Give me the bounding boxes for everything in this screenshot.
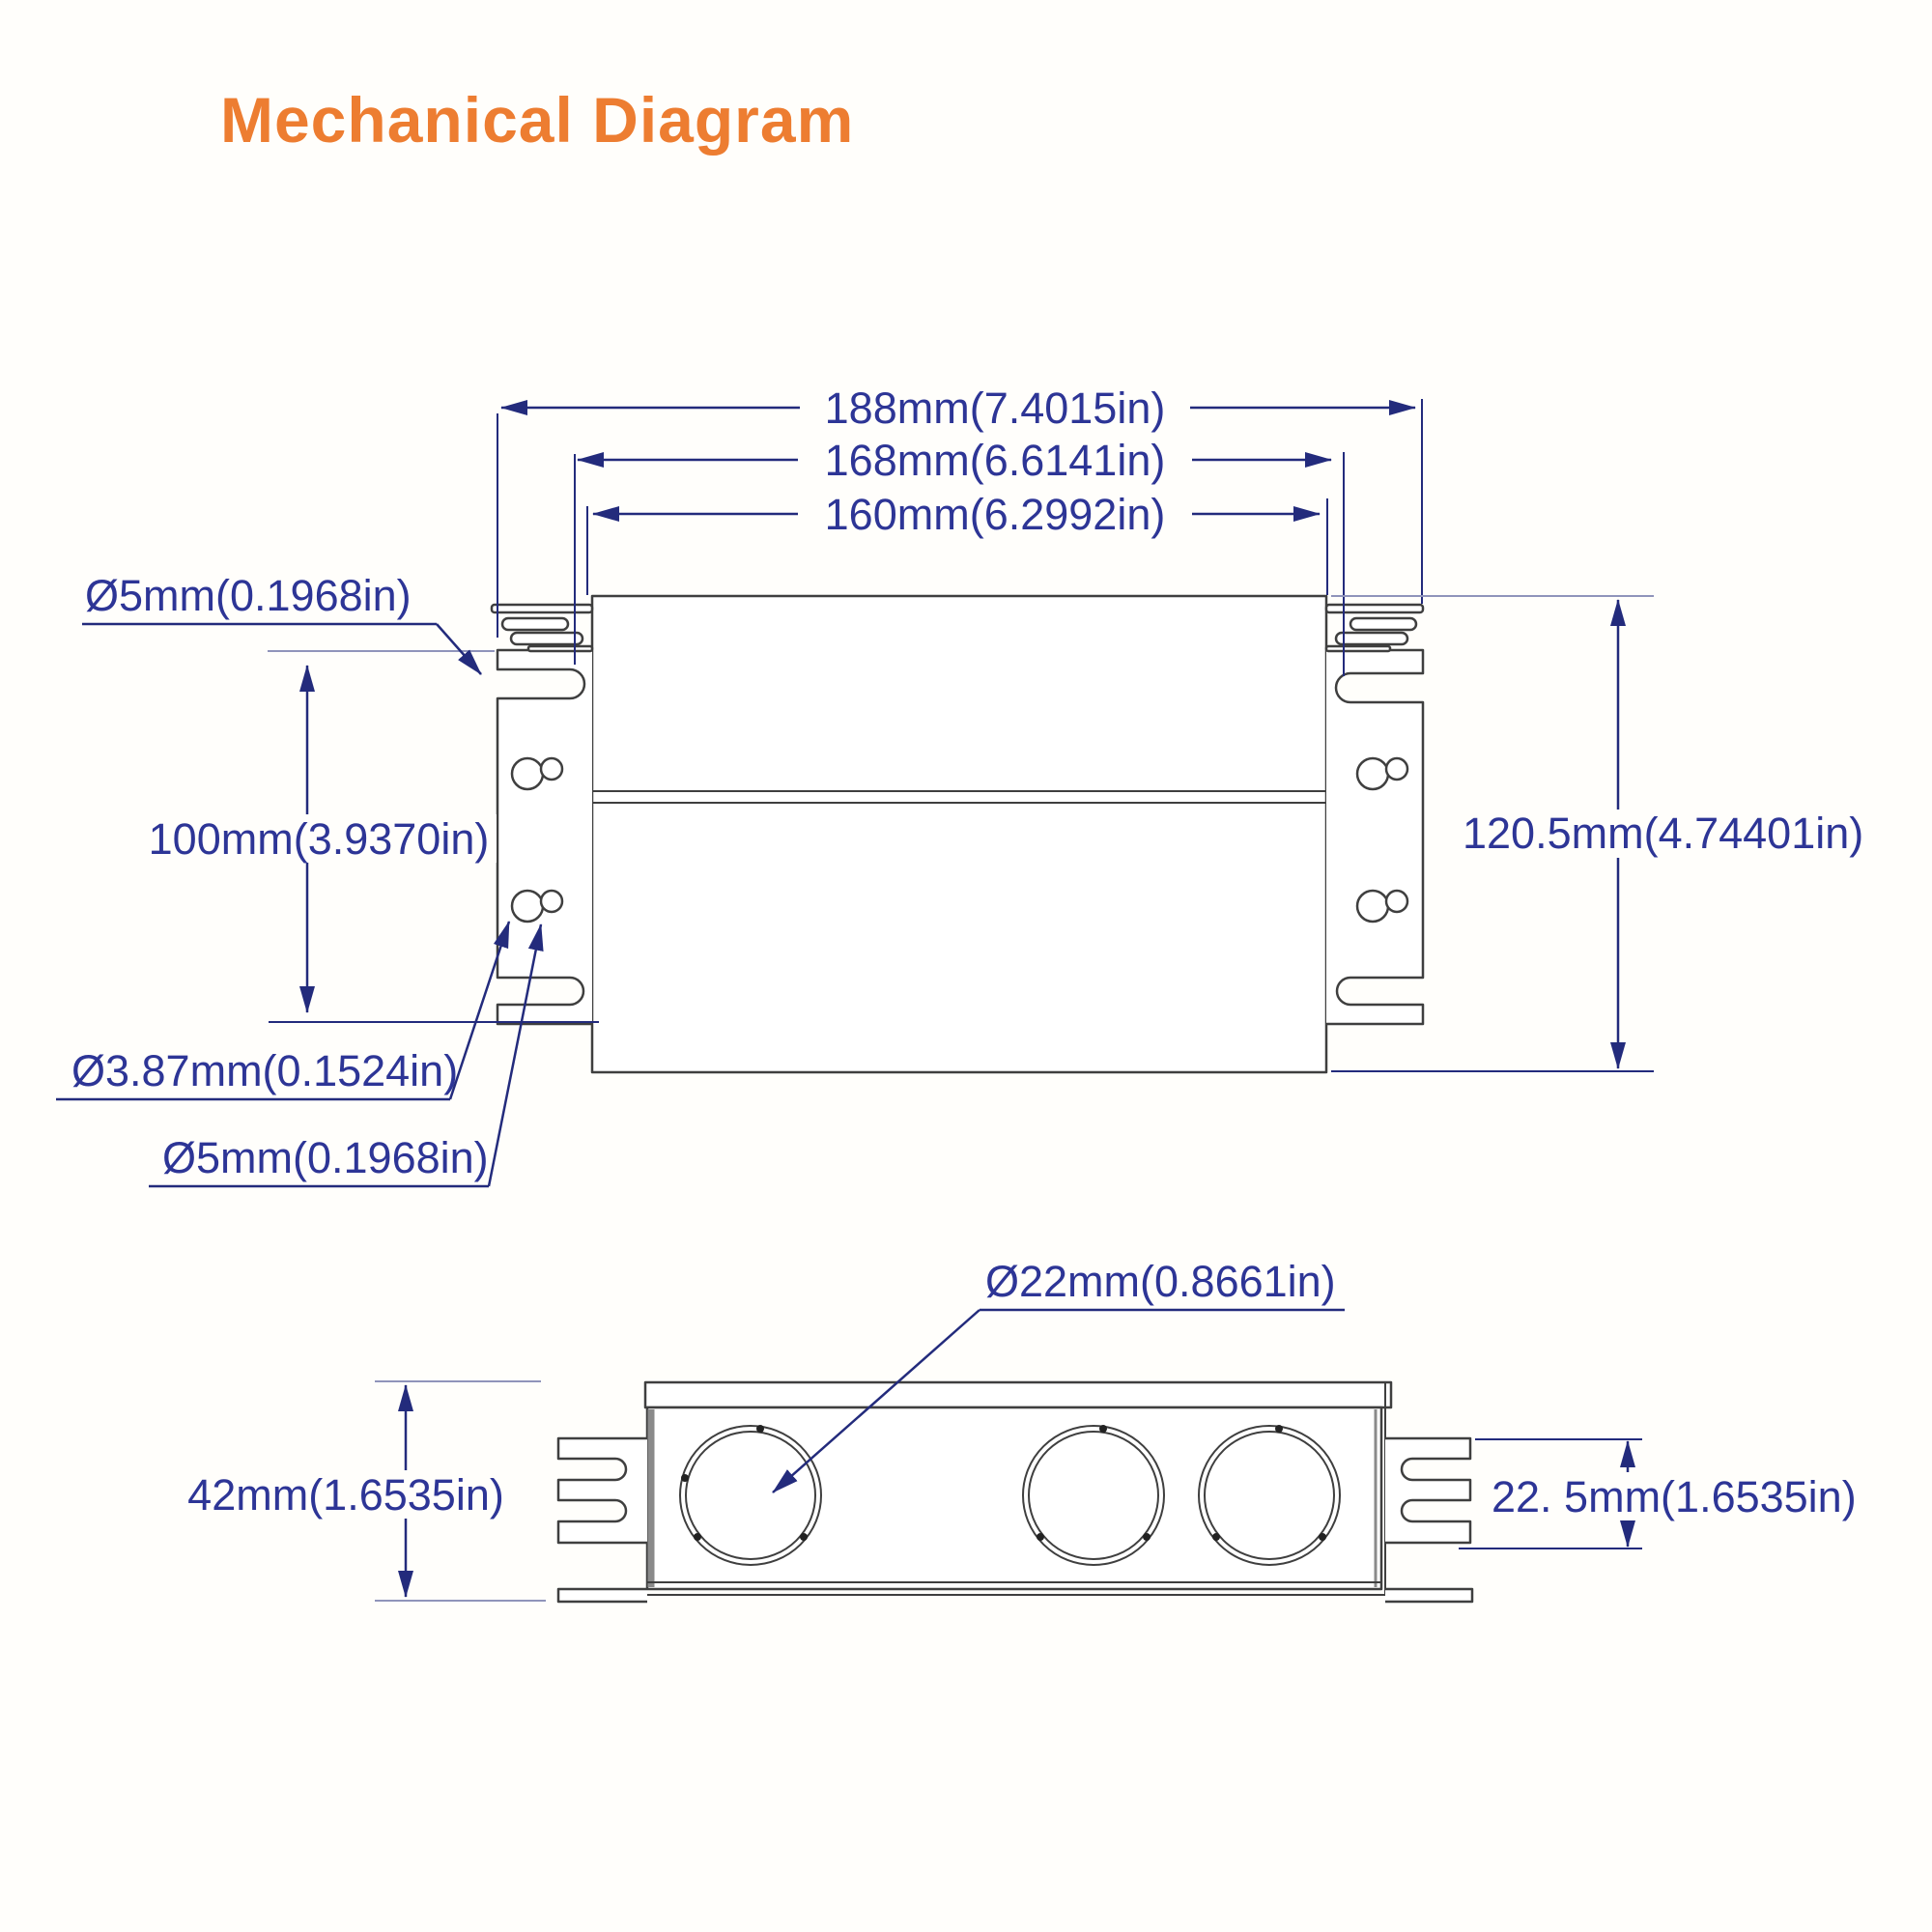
- dim-label-120-5mm: 120.5mm(4.74401in): [1463, 809, 1863, 858]
- dimension-width-overall: 188mm(7.4015in): [500, 384, 1416, 433]
- dim-label-168mm: 168mm(6.6141in): [825, 436, 1166, 485]
- keyhole-small-circle: [1384, 889, 1409, 914]
- keyhole-right-top: [1355, 756, 1409, 791]
- bracket-fins-right: [1324, 603, 1425, 653]
- leader-line: [487, 923, 544, 1187]
- dim-label-160mm: 160mm(6.2992in): [825, 490, 1166, 539]
- fin: [1334, 631, 1409, 646]
- knockout-hole-2: [1022, 1425, 1165, 1566]
- dim-label-42mm: 42mm(1.6535in): [187, 1470, 504, 1520]
- mounting-bracket-left: [496, 648, 592, 1026]
- knockout-tab: [1212, 1533, 1220, 1541]
- knockout-inner-ring: [1028, 1431, 1159, 1560]
- knockout-inner-ring: [1204, 1431, 1335, 1560]
- keyhole-large-circle: [510, 756, 545, 791]
- callout-keyhole-small: Ø3.87mm(0.1524in): [56, 921, 511, 1101]
- knockout-tab: [681, 1474, 689, 1482]
- front-view: 188mm(7.4015in) 168mm(6.6141in) 160mm(6.…: [56, 384, 1889, 1188]
- dim-label-188mm: 188mm(7.4015in): [825, 384, 1166, 433]
- fin: [526, 644, 594, 653]
- page-title: Mechanical Diagram: [220, 84, 855, 156]
- side-fins-left: [556, 1436, 647, 1545]
- knockout-tab: [1275, 1425, 1283, 1433]
- knockout-tab: [1143, 1533, 1151, 1541]
- bottom-view: 42mm(1.6535in) Ø22mm(0.8661in) 22. 5mm(1…: [178, 1257, 1872, 1604]
- label-backing: [798, 436, 1192, 482]
- dimension-width-mounting: 168mm(6.6141in): [577, 436, 1332, 485]
- keyhole-large-circle: [510, 889, 545, 923]
- knockout-tab: [1319, 1533, 1326, 1541]
- knockout-hole-3: [1198, 1425, 1341, 1566]
- knockout-inner-ring: [685, 1431, 816, 1560]
- dim-label-22-5mm: 22. 5mm(1.6535in): [1492, 1472, 1857, 1521]
- bottom-view-body: [645, 1406, 1383, 1591]
- knockout-outer-ring: [679, 1425, 822, 1566]
- knockout-tab: [800, 1533, 808, 1541]
- dim-label-100mm: 100mm(3.9370in): [149, 814, 490, 864]
- keyhole-large-circle: [1355, 756, 1390, 791]
- dimension-depth: 42mm(1.6535in): [178, 1384, 514, 1598]
- dimension-height-overall: 120.5mm(4.74401in): [1455, 599, 1889, 1069]
- dimension-width-body: 160mm(6.2992in): [592, 490, 1321, 539]
- fin: [1324, 603, 1425, 614]
- fin: [1349, 616, 1418, 632]
- side-tab-right: [1385, 1587, 1474, 1604]
- knockout-outer-ring: [1022, 1425, 1165, 1566]
- dia-label-5mm-bottom: Ø5mm(0.1968in): [162, 1133, 489, 1182]
- fin: [509, 631, 584, 646]
- knockout-tab: [756, 1425, 764, 1433]
- side-tab-left: [556, 1587, 647, 1604]
- bracket-fins-left: [490, 603, 594, 653]
- keyhole-large-circle: [1355, 889, 1390, 923]
- keyhole-left-bottom: [510, 889, 564, 923]
- knockout-tab: [1099, 1425, 1107, 1433]
- knockout-outer-ring: [1198, 1425, 1341, 1566]
- label-backing: [178, 1470, 514, 1519]
- fin: [1324, 644, 1392, 653]
- dimension-fin-height: 22. 5mm(1.6535in): [1484, 1440, 1872, 1548]
- callout-keyhole-large: Ø5mm(0.1968in): [149, 923, 544, 1188]
- leader-line: [448, 921, 511, 1100]
- dia-label-3-87mm: Ø3.87mm(0.1524in): [71, 1046, 458, 1095]
- callout-slot-diameter-top: Ø5mm(0.1968in): [82, 571, 482, 675]
- mounting-bracket-right: [1326, 648, 1425, 1026]
- leader-line: [772, 1309, 980, 1493]
- knockout-tab: [694, 1533, 701, 1541]
- dia-label-5mm-top: Ø5mm(0.1968in): [85, 571, 412, 620]
- label-backing: [1455, 810, 1889, 858]
- knockout-tab: [1037, 1533, 1044, 1541]
- keyhole-small-circle: [1384, 756, 1409, 781]
- label-backing: [1484, 1472, 1872, 1520]
- knockout-hole-1: [679, 1425, 822, 1566]
- label-backing: [800, 384, 1190, 430]
- fin: [500, 616, 570, 632]
- dia-label-22mm: Ø22mm(0.8661in): [985, 1257, 1336, 1306]
- keyhole-left-top: [510, 756, 564, 791]
- callout-knockout-diameter: Ø22mm(0.8661in): [772, 1257, 1345, 1493]
- label-backing: [141, 814, 497, 863]
- front-view-body: [590, 594, 1328, 1074]
- label-backing: [798, 490, 1192, 536]
- fin: [490, 603, 594, 614]
- bottom-view-lid: [643, 1380, 1393, 1409]
- leader-line: [436, 623, 482, 675]
- dimension-bracket-height: 100mm(3.9370in): [141, 665, 497, 1013]
- side-fins-right: [1385, 1436, 1472, 1545]
- keyhole-small-circle: [539, 756, 564, 781]
- keyhole-small-circle: [539, 889, 564, 914]
- keyhole-right-bottom: [1355, 889, 1409, 923]
